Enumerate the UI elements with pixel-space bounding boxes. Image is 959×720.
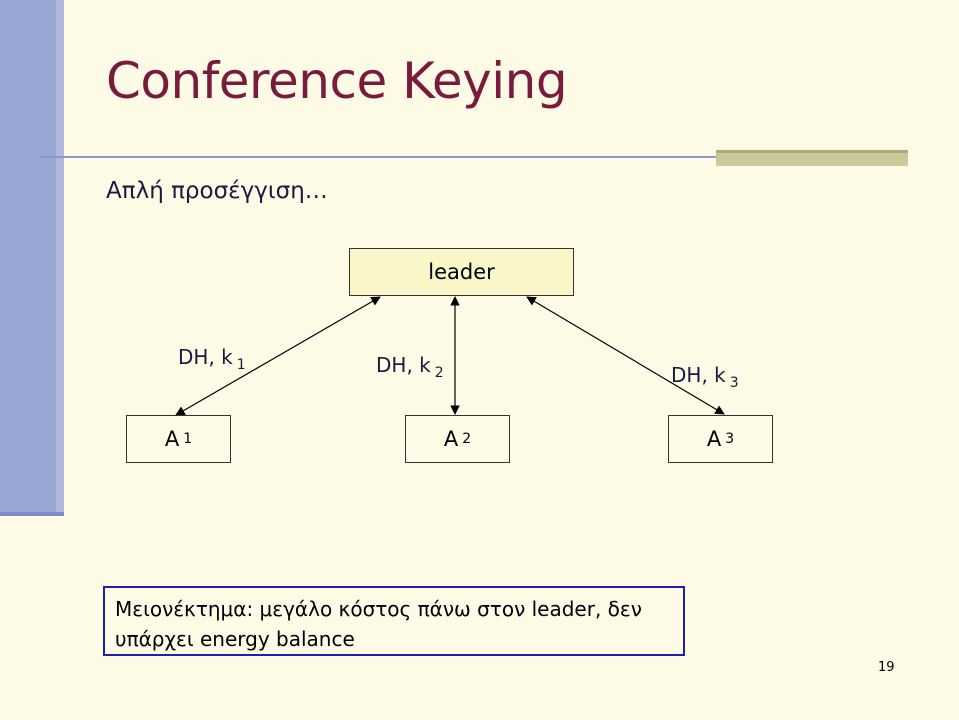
node-a1-label: A <box>164 427 180 451</box>
disadvantage-note: Μειονέκτημα: μεγάλο κόστος πάνω στον lea… <box>103 586 685 656</box>
title-rule <box>40 156 908 158</box>
slide-title: Conference Keying <box>106 52 568 110</box>
node-a3-sub: 3 <box>725 431 735 447</box>
title-rule-accent-edge <box>716 150 908 153</box>
edge-label-3-sub: 3 <box>729 375 739 391</box>
edge-label-1-text: DH, k <box>178 345 233 369</box>
decorative-sidebar <box>0 0 64 516</box>
edge-leader-a3 <box>526 296 725 415</box>
edge-label-3-text: DH, k <box>671 363 726 387</box>
node-a3-label: A <box>706 427 722 451</box>
node-a2-label: A <box>443 427 459 451</box>
note-line-1: Μειονέκτημα: μεγάλο κόστος πάνω στον lea… <box>115 597 642 621</box>
node-a1-sub: 1 <box>183 431 193 447</box>
decorative-sidebar-highlight <box>56 0 64 512</box>
edge-label-2-sub: 2 <box>434 365 444 381</box>
leader-node-label: leader <box>428 260 495 284</box>
edge-label-2-text: DH, k <box>376 353 431 377</box>
edge-label-1-sub: 1 <box>236 357 246 373</box>
leader-node: leader <box>349 248 574 296</box>
node-a2-sub: 2 <box>462 431 472 447</box>
note-line-2: υπάρχει energy balance <box>115 627 355 651</box>
edge-leader-a1 <box>175 296 381 416</box>
title-rule-accent <box>716 150 908 166</box>
page-number: 19 <box>878 660 895 675</box>
slide-subtitle: Απλή προσέγγιση… <box>106 178 328 204</box>
